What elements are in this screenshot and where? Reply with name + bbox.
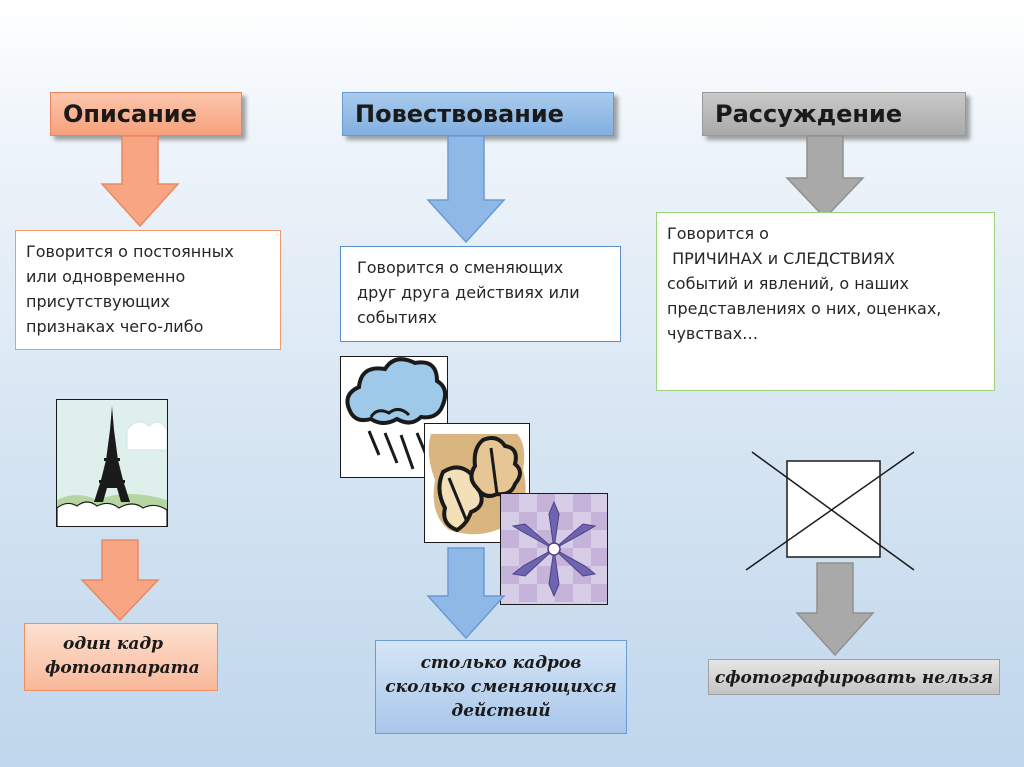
header-reasoning: Рассуждение (702, 92, 966, 136)
footer-line: сколько сменяющихся (385, 677, 617, 697)
reasoning-footer: сфотографировать нельзя (708, 659, 1000, 695)
narration-footer: столько кадров сколько сменяющихся дейст… (375, 640, 627, 734)
header-description: Описание (50, 92, 242, 136)
text-line: представлениях о них, оценках, (667, 299, 942, 318)
autumn-leaves-picture (424, 423, 530, 543)
text-line: ПРИЧИНАХ и СЛЕДСТВИЯХ (667, 249, 895, 268)
text-line: присутствующих (26, 292, 171, 311)
arrow-down-icon (80, 539, 160, 622)
arrow-down-icon (100, 135, 180, 228)
arrow-down-icon (795, 562, 875, 657)
footer-line: один кадр (63, 634, 164, 654)
text-line: чувствах… (667, 324, 759, 343)
narration-text-box: Говорится о сменяющих друг друга действи… (340, 246, 621, 342)
snowflake-icon (501, 494, 607, 604)
text-line: или одновременно (26, 267, 186, 286)
snowflake-picture (500, 493, 608, 605)
autumn-leaves-icon (428, 434, 526, 535)
description-text-box: Говорится о постоянных или одновременно … (15, 230, 281, 350)
footer-line: сфотографировать нельзя (714, 668, 994, 688)
rain-cloud-picture (340, 356, 448, 478)
arrow-down-icon (426, 547, 506, 640)
footer-line: столько кадров (420, 653, 582, 673)
text-line: признаках чего-либо (26, 317, 204, 336)
footer-line: фотоаппарата (45, 658, 200, 678)
rain-cloud-icon (345, 357, 447, 470)
footer-line: действий (451, 701, 551, 721)
text-line: событий и явлений, о наших (667, 274, 909, 293)
arrow-down-icon (785, 135, 865, 220)
crossed-frame-icon (745, 451, 915, 571)
eiffel-tower-icon (57, 400, 167, 526)
text-line: Говорится о постоянных (26, 242, 234, 261)
description-footer: один кадр фотоаппарата (24, 623, 218, 691)
arrow-down-icon (426, 135, 506, 244)
reasoning-text-box: Говорится о ПРИЧИНАХ и СЛЕДСТВИЯХ событи… (656, 212, 995, 391)
eiffel-tower-picture (56, 399, 168, 527)
text-line: событиях (357, 308, 437, 327)
text-line: Говорится о (667, 224, 769, 243)
text-line: Говорится о сменяющих (357, 258, 564, 277)
text-line: друг друга действиях или (357, 283, 580, 302)
header-narration: Повествование (342, 92, 614, 136)
